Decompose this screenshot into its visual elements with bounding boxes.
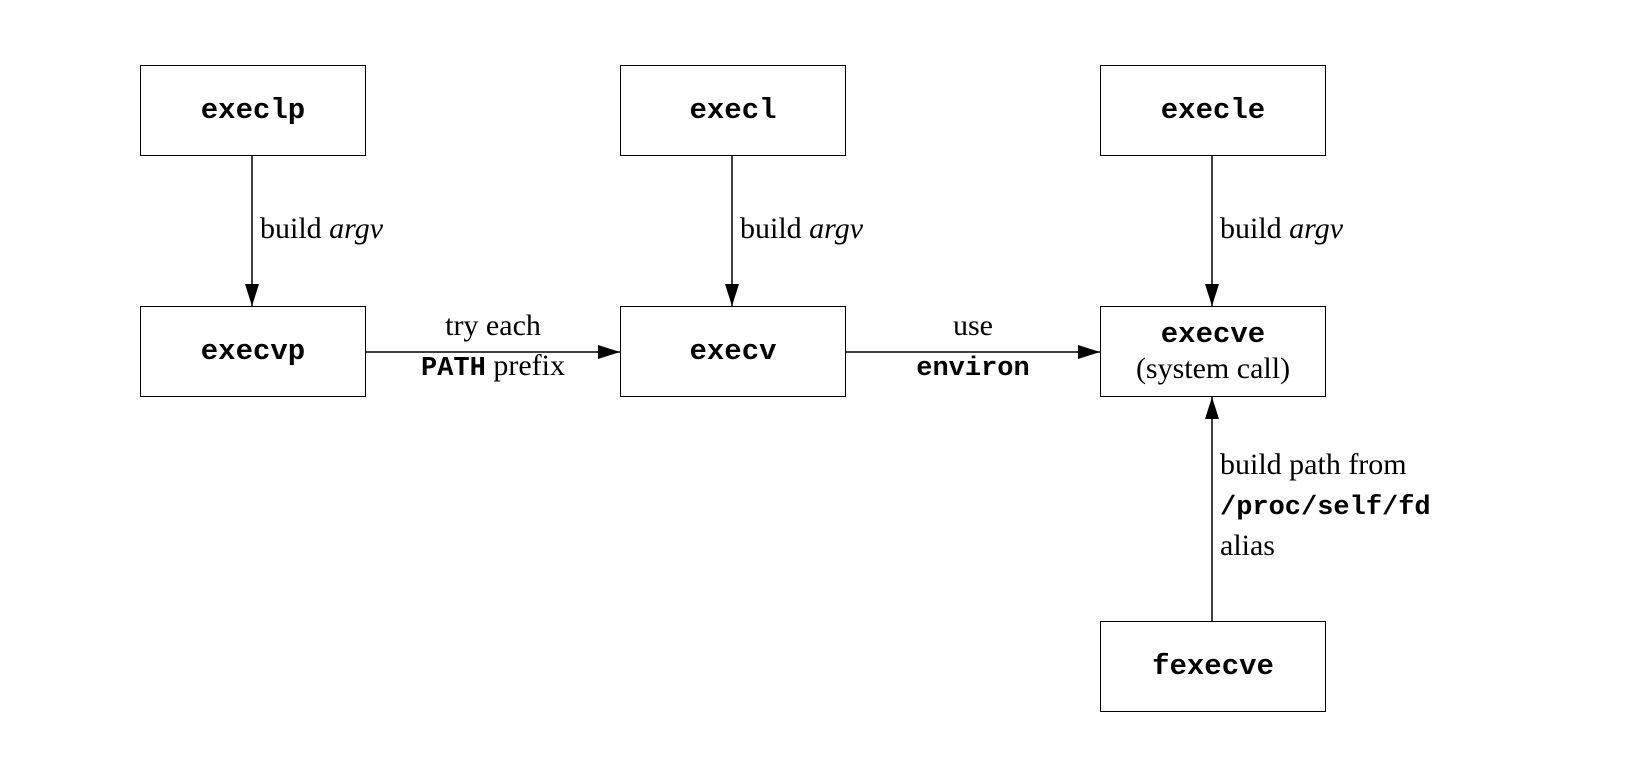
node-execve: execve (system call) [1100,306,1326,397]
edge-label-term: argv [329,212,384,245]
edge-label-line1: try each [445,309,541,342]
edge-label-fexecve-execve: build path from /proc/self/fd alias [1220,446,1431,565]
edge-label-term: argv [809,212,864,245]
edge-label-word: build [1220,212,1282,245]
node-execv: execv [620,306,846,397]
node-execle-label: execle [1160,93,1266,127]
edge-label-code: PATH [421,354,486,384]
node-execl-label: execl [689,93,777,127]
node-execlp: execlp [140,65,366,156]
node-execvp: execvp [140,306,366,397]
node-execve-label: execve [1160,317,1266,351]
edge-label-term: argv [1289,212,1344,245]
node-execv-label: execv [689,334,777,368]
edge-label-execv-execve: use environ [846,307,1100,388]
edge-label-text: prefix [485,349,565,382]
edge-label-line2: environ [846,347,1100,388]
edge-label-execvp-execv: try each PATH prefix [366,307,620,388]
node-fexecve: fexecve [1100,621,1326,712]
node-execvp-label: execvp [200,334,306,368]
edge-label-line1: build path from [1220,448,1407,481]
edge-label-execl-execv: build argv [740,210,863,248]
edge-label-word: build [260,212,322,245]
node-execlp-label: execlp [200,93,306,127]
edge-label-code: environ [916,354,1030,384]
edge-label-line2: /proc/self/fd [1220,486,1431,527]
node-execle: execle [1100,65,1326,156]
edge-label-line3: alias [1220,529,1275,562]
edge-label-line2: PATH prefix [366,347,620,388]
edge-label-line1: use [953,309,993,342]
node-execl: execl [620,65,846,156]
edge-label-execlp-execvp: build argv [260,210,383,248]
edge-label-code: /proc/self/fd [1220,493,1431,523]
node-fexecve-label: fexecve [1152,649,1274,683]
edge-label-execle-execve: build argv [1220,210,1343,248]
edge-label-word: build [740,212,802,245]
node-execve-note: (system call) [1135,351,1291,385]
